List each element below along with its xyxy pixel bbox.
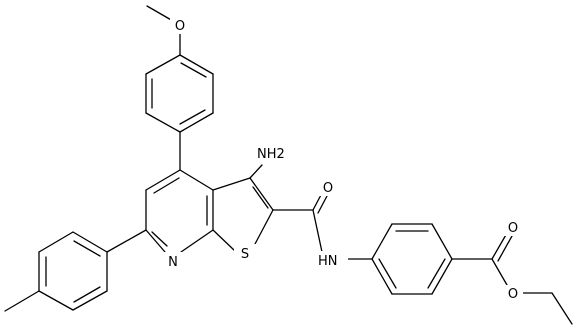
bond-tl-inner-1 bbox=[73, 240, 101, 257]
atom-label-nh2: NH2 bbox=[257, 147, 285, 162]
atom-labels: O NH2 N S O HN O O bbox=[163, 16, 523, 302]
bond-ester-co-1 bbox=[491, 232, 508, 260]
atom-label-ester-carbonyl-o: O bbox=[508, 221, 518, 236]
bond-bz-4 bbox=[431, 258, 453, 295]
bond-th-1 bbox=[212, 177, 251, 191]
bond-py-inner-1 bbox=[153, 177, 180, 194]
bond-py-inner-3 bbox=[151, 231, 168, 247]
bond-bz-inner-3 bbox=[378, 258, 397, 289]
bond-mp-6 bbox=[145, 54, 181, 75]
atom-label-ester-ether-o: O bbox=[508, 287, 518, 302]
bond-th-inner bbox=[252, 186, 269, 209]
bond-carbonyl-nh bbox=[312, 209, 323, 253]
bond-mp-inner-2 bbox=[179, 109, 206, 125]
atom-label-methoxy-o: O bbox=[175, 19, 185, 34]
bond-amide-co-2 bbox=[317, 195, 328, 214]
bond-bz-1 bbox=[371, 223, 393, 260]
atom-label-amide-o: O bbox=[323, 181, 333, 196]
bond-ester-o bbox=[491, 258, 508, 286]
bond-tl-4 bbox=[38, 290, 74, 311]
bond-tl-5 bbox=[72, 290, 108, 311]
bond-py-4 bbox=[145, 229, 166, 253]
bond-ch2-ch3 bbox=[551, 292, 573, 325]
bond-bz-inner-2 bbox=[427, 258, 446, 289]
atom-label-ring-n: N bbox=[168, 255, 178, 270]
bond-ester-co-2 bbox=[497, 235, 513, 262]
atom-label-amide-nh: HN bbox=[318, 254, 338, 269]
bond-py-3 bbox=[180, 229, 214, 253]
bond-mp-1 bbox=[179, 54, 214, 75]
bond-methyl-o bbox=[146, 5, 174, 22]
bond-bz-6 bbox=[371, 258, 393, 295]
bond-mp-4 bbox=[145, 112, 181, 133]
bond-tl-2 bbox=[38, 231, 74, 253]
bond-th-2 bbox=[249, 177, 274, 211]
bond-mp-3 bbox=[179, 112, 214, 133]
bond-lines bbox=[4, 5, 573, 325]
bond-py-6 bbox=[145, 169, 181, 191]
bond-th-4 bbox=[212, 229, 236, 252]
bond-th-3 bbox=[254, 209, 274, 245]
atom-label-ring-s: S bbox=[241, 247, 249, 262]
bond-mp-inner-1 bbox=[180, 62, 207, 78]
bond-bz-3 bbox=[431, 223, 453, 260]
bond-tl-inner-3 bbox=[73, 286, 101, 303]
bond-py-tolyl bbox=[106, 229, 147, 253]
bond-c-nh2 bbox=[249, 164, 263, 179]
bond-tl-methyl bbox=[4, 290, 40, 312]
bond-py-1 bbox=[179, 169, 214, 191]
bond-tl-1 bbox=[72, 231, 108, 253]
